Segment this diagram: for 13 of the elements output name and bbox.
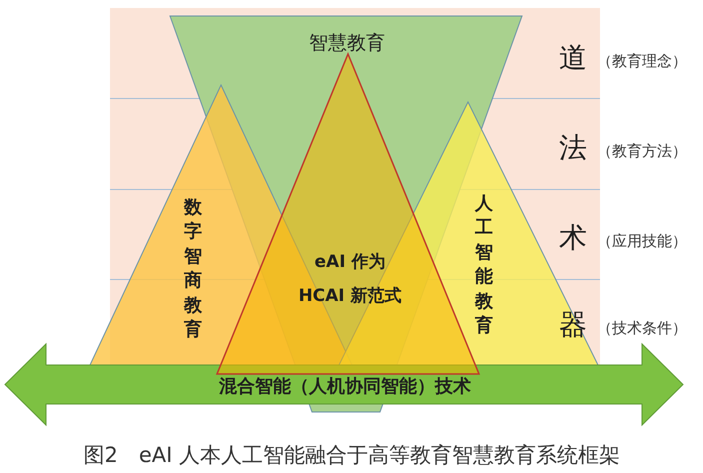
layer-name: 道 <box>559 40 587 76</box>
arrow-label: 混合智能（人机协同智能）技术 <box>219 375 471 398</box>
layer-note: （应用技能） <box>597 232 687 250</box>
layer-note: （技术条件） <box>597 318 687 338</box>
vertical-label: 人工智能教育 <box>474 192 494 338</box>
layer-note: （教育理念） <box>597 52 687 70</box>
figure-caption: 图2 eAI 人本人工智能融合于高等教育智慧教育系统框架 <box>84 442 620 469</box>
layer-name: 术 <box>559 220 587 256</box>
layer-note: （教育方法） <box>597 142 687 160</box>
node-label: eAI 作为 HCAI 新范式 <box>297 251 403 308</box>
vertical-label: 数字智商教育 <box>183 196 203 342</box>
node-label: 智慧教育 <box>309 31 385 56</box>
layer-name: 法 <box>559 130 587 166</box>
